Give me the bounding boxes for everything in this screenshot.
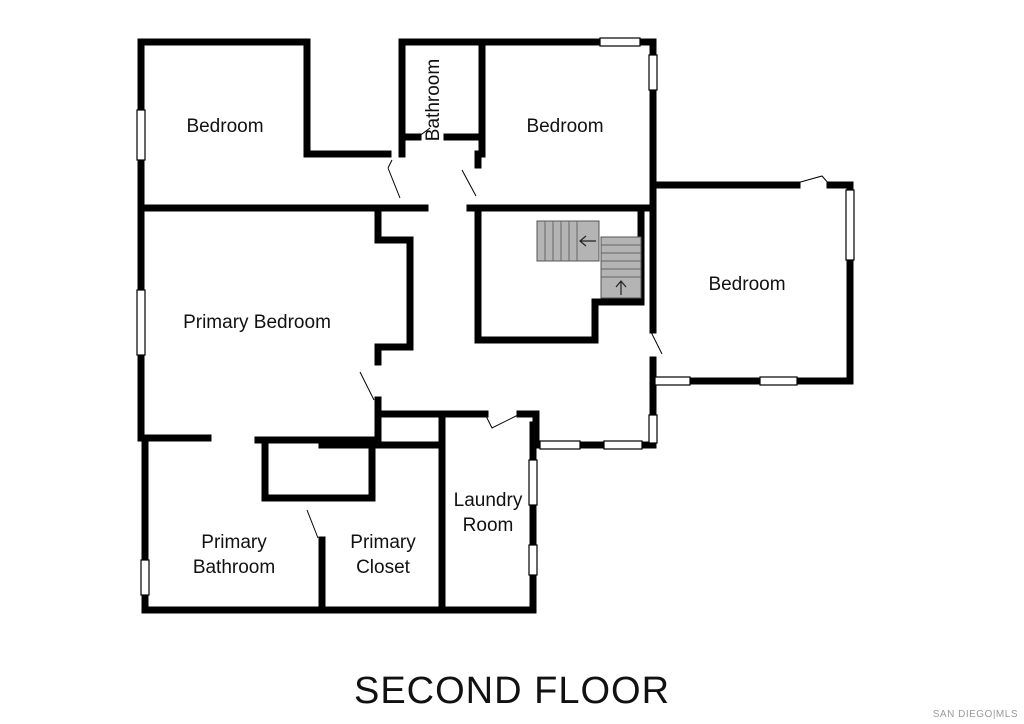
- door-primary-bedroom: [359, 371, 375, 401]
- stair-arrow-left-icon: [579, 235, 596, 247]
- doors: [306, 127, 831, 539]
- label-bedroom-nw: Bedroom: [186, 116, 263, 137]
- wall-bedroom-n: [478, 38, 657, 189]
- label-primary-bedroom: Primary Bedroom: [183, 312, 331, 333]
- wall-bathroom: [398, 38, 486, 158]
- label-primary-closet-line1: Primary: [350, 532, 416, 553]
- door-bedroom-e: [796, 175, 831, 186]
- label-primary-closet-line2: Closet: [356, 557, 411, 578]
- window-bedroom-n-side: [648, 54, 658, 91]
- door-laundry: [484, 413, 521, 429]
- window-bedroom-e-bottom-a: [654, 376, 691, 386]
- window-bedroom-e-right: [845, 189, 855, 261]
- label-primary-bathroom-line1: Primary: [201, 532, 267, 553]
- label-laundry-line2: Room: [463, 515, 514, 536]
- window-primary: [136, 289, 146, 356]
- wall-bedroom-nw: [137, 38, 392, 209]
- floor-title: SECOND FLOOR: [353, 670, 671, 712]
- window-primary-bath: [140, 559, 150, 596]
- room-labels: Bedroom Bathroom Bedroom Bedroom Primary…: [183, 59, 785, 578]
- walls: [137, 38, 854, 614]
- window-laundry-lower: [528, 544, 538, 576]
- door-bedroom-n: [461, 169, 477, 197]
- door-primary-closet: [306, 509, 319, 539]
- label-primary-bathroom-line2: Bathroom: [193, 557, 275, 578]
- wall-bedroom-e-right: [793, 181, 854, 385]
- window-hall-sill-a: [539, 440, 581, 450]
- door-bathroom: [417, 127, 431, 138]
- wall-primary-closet-nook: [374, 204, 414, 366]
- label-bedroom-n: Bedroom: [526, 116, 603, 137]
- window-laundry: [528, 459, 538, 506]
- wall-primary-bath: [254, 436, 376, 502]
- wall-bath-outer: [141, 421, 537, 614]
- stair-arrow-up-icon: [615, 280, 627, 295]
- label-bathroom: Bathroom: [423, 59, 444, 141]
- window-bedroom-n-top: [599, 37, 641, 47]
- watermark: SAN DIEGO|MLS: [932, 709, 1018, 720]
- windows: [136, 37, 855, 596]
- window-hall-sill-b: [603, 440, 643, 450]
- wall-primary-bedroom: [137, 204, 212, 442]
- staircase: [536, 220, 642, 299]
- label-laundry-line1: Laundry: [454, 490, 523, 511]
- door-bedroom-nw: [387, 159, 401, 199]
- window-bedroom-nw: [136, 109, 146, 161]
- window-hall-east: [648, 414, 658, 444]
- window-bedroom-e-bottom-b: [759, 376, 798, 386]
- label-bedroom-e: Bedroom: [708, 274, 785, 295]
- door-stairs: [649, 329, 663, 355]
